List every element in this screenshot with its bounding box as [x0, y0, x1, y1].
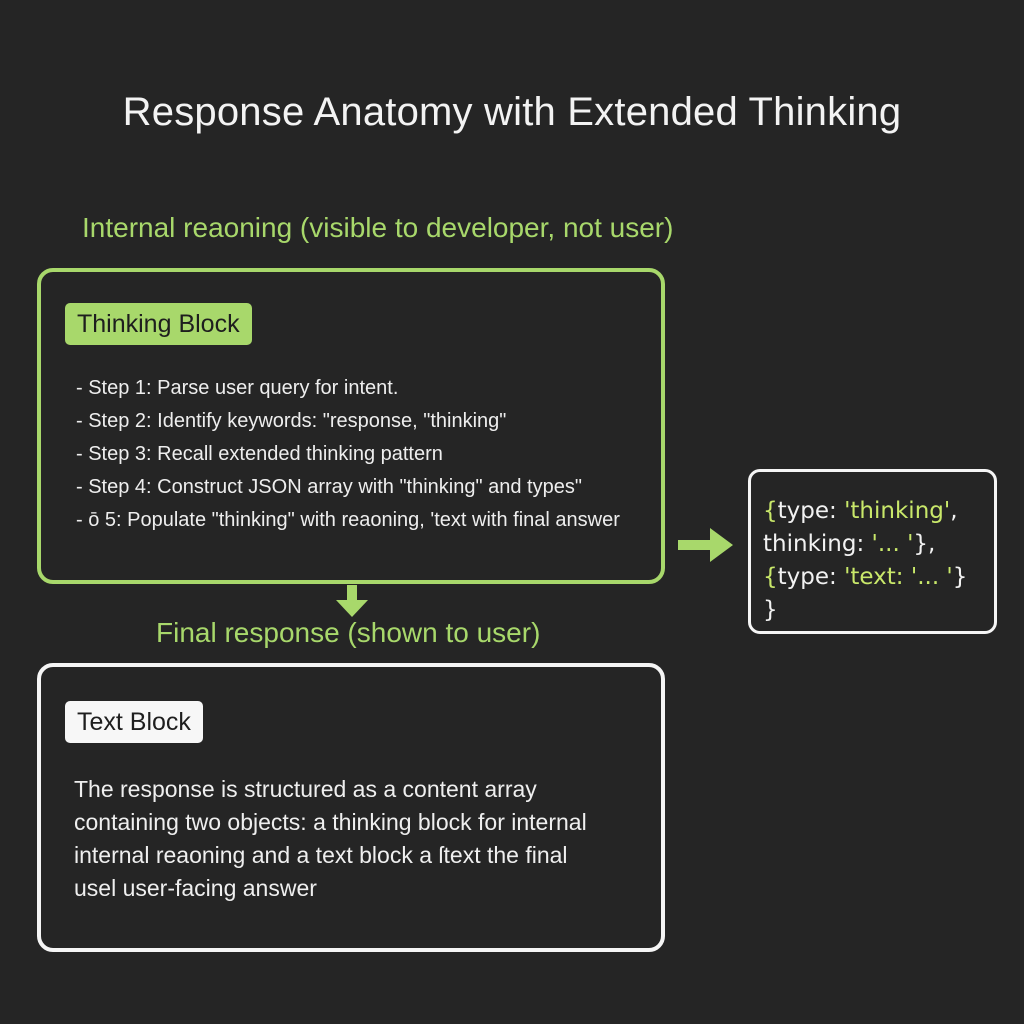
thinking-block-badge: Thinking Block — [65, 303, 252, 345]
thinking-step: - Step 3: Recall extended thinking patte… — [76, 443, 443, 465]
thinking-block-box — [37, 268, 665, 584]
text-block-line: containing two objects: a thinking block… — [74, 809, 587, 835]
right-arrow-icon — [678, 528, 733, 562]
text-block-line: internal reaoning and a text block a ſte… — [74, 842, 568, 868]
text-block-line: usel user-facing answer — [74, 875, 317, 901]
down-arrow-icon — [336, 585, 368, 617]
json-key: type: — [777, 564, 845, 590]
json-punct: }, — [913, 531, 936, 557]
json-key: type: — [777, 498, 845, 524]
json-brace: { — [763, 564, 778, 590]
thinking-step: - Step 2: Identify keywords: "response, … — [76, 410, 507, 432]
thinking-step: - Step 1: Parse user query for intent. — [76, 377, 399, 399]
json-key: thinking: — [763, 531, 872, 557]
json-value: 'text: '... ' — [844, 564, 953, 590]
text-block-paragraph: The response is structured as a content … — [74, 773, 649, 905]
final-response-caption: Final response (shown to user) — [156, 617, 541, 648]
json-example-code: {type: 'thinking', thinking: '... '}, {t… — [763, 495, 967, 627]
json-punct: } — [952, 564, 968, 590]
thinking-steps-list: - Step 1: Parse user query for intent. -… — [76, 372, 620, 537]
text-block-line: The response is structured as a content … — [74, 776, 537, 802]
diagram-title: Response Anatomy with Extended Thinking — [122, 90, 902, 134]
thinking-step: - Step 4: Construct JSON array with "thi… — [76, 476, 582, 498]
text-block-box — [37, 663, 665, 952]
json-brace: { — [763, 498, 778, 524]
json-punct: , — [950, 498, 958, 524]
internal-reasoning-caption: Internal reaoning (visible to developer,… — [82, 212, 674, 243]
json-brace: } — [763, 597, 778, 623]
thinking-step: - ō 5: Populate "thinking" with reaoning… — [76, 509, 620, 531]
json-value: 'thinking' — [844, 498, 951, 524]
text-block-badge: Text Block — [65, 701, 203, 743]
json-example-box — [748, 469, 997, 634]
json-value: '... ' — [871, 531, 914, 557]
